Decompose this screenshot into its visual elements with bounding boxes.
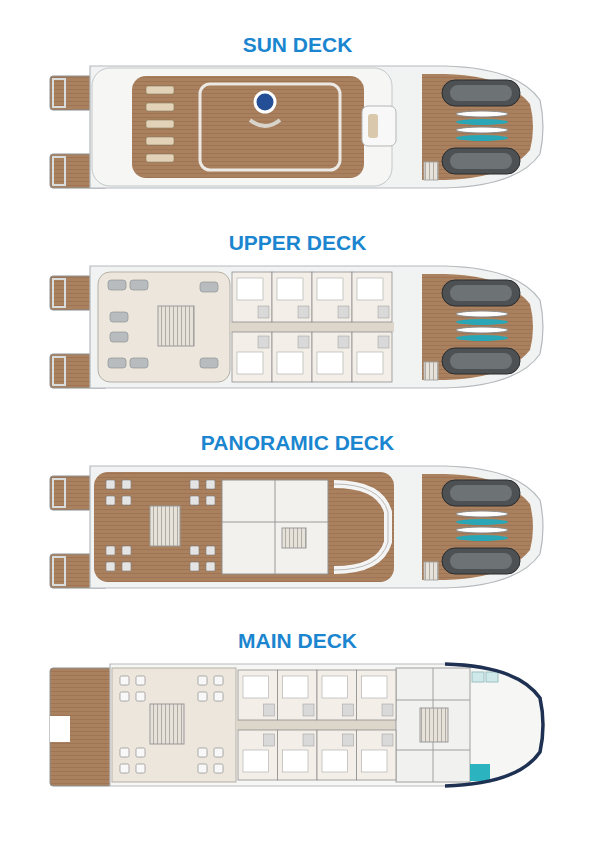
dining-table: [120, 764, 129, 773]
dining-table: [120, 676, 129, 685]
cabin: [278, 670, 318, 720]
lounge-sofa: [200, 358, 218, 368]
sun-lounger: [146, 120, 174, 128]
deck-heading: MAIN DECK: [50, 628, 545, 653]
lounge-sofa: [200, 282, 218, 292]
sun-lounger: [146, 154, 174, 162]
upper-deck-plan: [50, 266, 543, 388]
deck-heading: SUN DECK: [50, 32, 545, 57]
cabin: [272, 272, 312, 322]
dining-table: [198, 748, 207, 757]
dining-table: [198, 676, 207, 685]
cabin: [357, 670, 397, 720]
cabin: [312, 272, 352, 322]
dining-table: [206, 546, 215, 555]
lounge-sofa: [108, 280, 126, 290]
lounge-sofa: [130, 280, 148, 290]
deck-plan: MAIN DECK: [50, 628, 545, 804]
cabin: [317, 670, 357, 720]
dining-table: [214, 764, 223, 773]
panoramic-deck-plan: [50, 466, 543, 588]
dining-table: [122, 480, 131, 489]
sun-lounger: [146, 103, 174, 111]
cabin: [238, 670, 278, 720]
cabin: [312, 332, 352, 382]
dining-table: [120, 692, 129, 701]
dining-table: [122, 546, 131, 555]
dining-table: [122, 496, 131, 505]
dining-table: [214, 676, 223, 685]
dining-table: [136, 748, 145, 757]
dining-table: [198, 692, 207, 701]
dining-table: [198, 764, 207, 773]
dining-table: [190, 496, 199, 505]
dining-table: [106, 546, 115, 555]
cabin: [232, 272, 272, 322]
dining-table: [136, 692, 145, 701]
deck-plan: PANORAMIC DECK: [50, 430, 545, 598]
cabin: [278, 730, 318, 780]
main-deck-plan: [50, 664, 543, 786]
dining-table: [106, 480, 115, 489]
cabin: [232, 332, 272, 382]
dining-table: [206, 480, 215, 489]
dining-table: [214, 748, 223, 757]
deck-heading: UPPER DECK: [50, 230, 545, 255]
lounge-sofa: [110, 312, 128, 322]
dining-table: [206, 496, 215, 505]
dining-table: [106, 562, 115, 571]
cabin: [317, 730, 357, 780]
sun-deck-plan: [50, 66, 543, 188]
deck-plan: SUN DECK: [50, 32, 545, 196]
cabin: [352, 272, 392, 322]
dining-table: [136, 676, 145, 685]
deck-plan: UPPER DECK: [50, 230, 545, 400]
lounge-sofa: [110, 332, 128, 342]
dining-table: [106, 496, 115, 505]
cabin: [357, 730, 397, 780]
sun-lounger: [146, 137, 174, 145]
sun-lounger: [146, 86, 174, 94]
dining-table: [190, 546, 199, 555]
deck-heading: PANORAMIC DECK: [50, 430, 545, 455]
lounge-sofa: [130, 358, 148, 368]
cabin: [238, 730, 278, 780]
dining-table: [136, 764, 145, 773]
lounge-sofa: [108, 358, 126, 368]
cabin: [272, 332, 312, 382]
dining-table: [122, 562, 131, 571]
cabin: [352, 332, 392, 382]
dining-table: [120, 748, 129, 757]
dining-table: [190, 480, 199, 489]
dining-table: [190, 562, 199, 571]
dining-table: [206, 562, 215, 571]
dining-table: [214, 692, 223, 701]
